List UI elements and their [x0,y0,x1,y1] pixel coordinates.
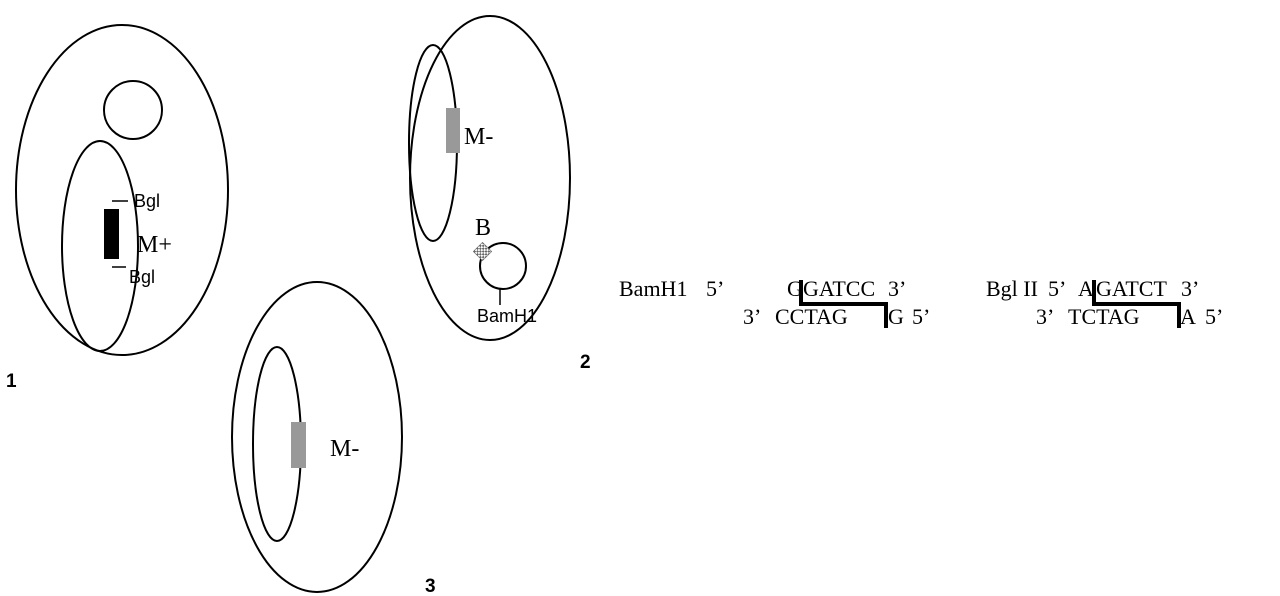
cell-3-gene-m-minus [291,422,306,468]
cell-3-membrane [231,281,403,593]
cell-1-nucleus [103,80,163,140]
cell-3: M- 3 [231,281,436,596]
cell-2-gene-m-minus [446,108,460,153]
cell-2-membrane [409,15,571,341]
cell-2-plasmid [479,242,527,290]
bglii-bottom-prefix: 3’ [1036,304,1054,329]
bamh1-bottom-right-base: G [888,304,904,329]
bglii-bottom-left-bases: TCTAG [1068,304,1140,329]
bamh1-bottom-left-bases: CCTAG [775,304,848,329]
bglii-bottom-suffix: 5’ [1205,304,1223,329]
cell-2: M- B BamH1 2 [408,15,591,373]
cell-3-number: 3 [425,576,436,596]
bamh1-sequence: BamH1 5’ G GATCC 3’ 3’ CCTAG G 5’ [619,276,930,329]
bamh1-site-label: BamH1 [477,306,537,326]
bamh1-cut-line [799,280,888,328]
gene-m-minus-label: M- [464,124,493,150]
bglii-name: Bgl II [986,276,1038,301]
bglii-top-suffix: 3’ [1181,276,1199,301]
bamh1-top-suffix: 3’ [888,276,906,301]
bglii-sequence: Bgl II 5’ A GATCT 3’ 3’ TCTAG A 5’ [986,276,1223,329]
bglii-top-left-base: A [1078,276,1094,301]
bamh1-name: BamH1 [619,276,687,301]
bgl-site-top-label: Bgl [134,191,160,211]
bamh1-bottom-suffix: 5’ [912,304,930,329]
cell-1-membrane [15,24,229,356]
plasmid-insert-b [472,241,493,262]
bgl-site-bottom-label: Bgl [129,267,155,287]
cell-1-chromosome [61,140,139,352]
bglii-bottom-right-base: A [1180,304,1196,329]
bamh1-top-prefix: 5’ [706,276,724,301]
bglii-top-right-bases: GATCT [1096,276,1167,301]
cell-1: Bgl Bgl M+ 1 [6,24,229,392]
plasmid-insert-b-label: B [475,215,491,241]
cell-1-number: 1 [6,371,17,392]
cell-3-gene-label: M- [330,436,359,462]
bglii-cut-line [1092,280,1181,328]
bglii-top-prefix: 5’ [1048,276,1066,301]
cell-1-gene-m-plus [104,209,119,259]
gene-m-plus-label: M+ [137,232,172,258]
bamh1-top-right-bases: GATCC [803,276,875,301]
cell-2-number: 2 [580,352,591,373]
bamh1-bottom-prefix: 3’ [743,304,761,329]
